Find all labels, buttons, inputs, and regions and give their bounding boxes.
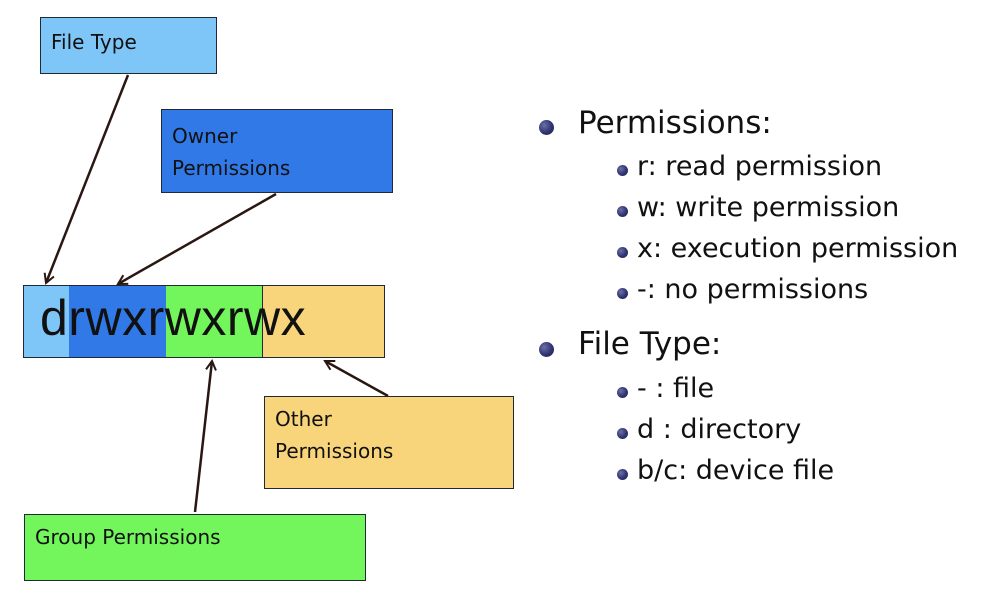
owner-callout-line-1: Owner (172, 124, 238, 148)
bullet-dot (539, 120, 554, 135)
file-type-item: b/c: device file (637, 455, 835, 486)
other-arrow (325, 359, 389, 398)
file-type-heading: File Type: (578, 326, 722, 362)
other-callout-line-1: Other (275, 407, 332, 431)
group-permissions-segment (166, 286, 263, 357)
owner-permissions-callout: Owner Permissions (161, 109, 393, 193)
bullet-dot (617, 288, 628, 299)
bullet-dot (617, 387, 628, 398)
bullet-dot (539, 342, 554, 357)
permission-string-strip: drwxrwxrwx (23, 285, 385, 358)
bullet-dot (617, 469, 628, 480)
bullet-dot (617, 165, 628, 176)
group-permissions-callout: Group Permissions (24, 514, 366, 581)
permission-item: w: write permission (637, 192, 900, 223)
owner-callout-line-2: Permissions (172, 156, 291, 180)
permission-item: x: execution permission (637, 233, 959, 264)
other-callout-line-2: Permissions (275, 439, 394, 463)
bullet-dot (617, 428, 628, 439)
file-type-segment (24, 286, 69, 357)
group-arrow (193, 361, 212, 513)
permission-item: -: no permissions (637, 274, 869, 305)
permission-string: drwxrwxrwx (40, 290, 307, 346)
other-permissions-callout: Other Permissions (264, 396, 514, 489)
owner-arrow (118, 192, 277, 286)
owner-permissions-segment (69, 286, 166, 357)
file-type-item: d : directory (637, 414, 802, 445)
permissions-heading: Permissions: (578, 105, 772, 141)
other-permissions-segment (263, 286, 384, 357)
file-type-callout-text: File Type (51, 30, 137, 54)
file-type-arrow (46, 74, 130, 283)
bullet-dot (617, 247, 628, 258)
file-type-callout: File Type (40, 17, 217, 74)
bullet-dot (617, 206, 628, 217)
file-type-item: - : file (637, 373, 715, 404)
group-callout-text: Group Permissions (35, 525, 221, 549)
permission-item: r: read permission (637, 151, 883, 182)
